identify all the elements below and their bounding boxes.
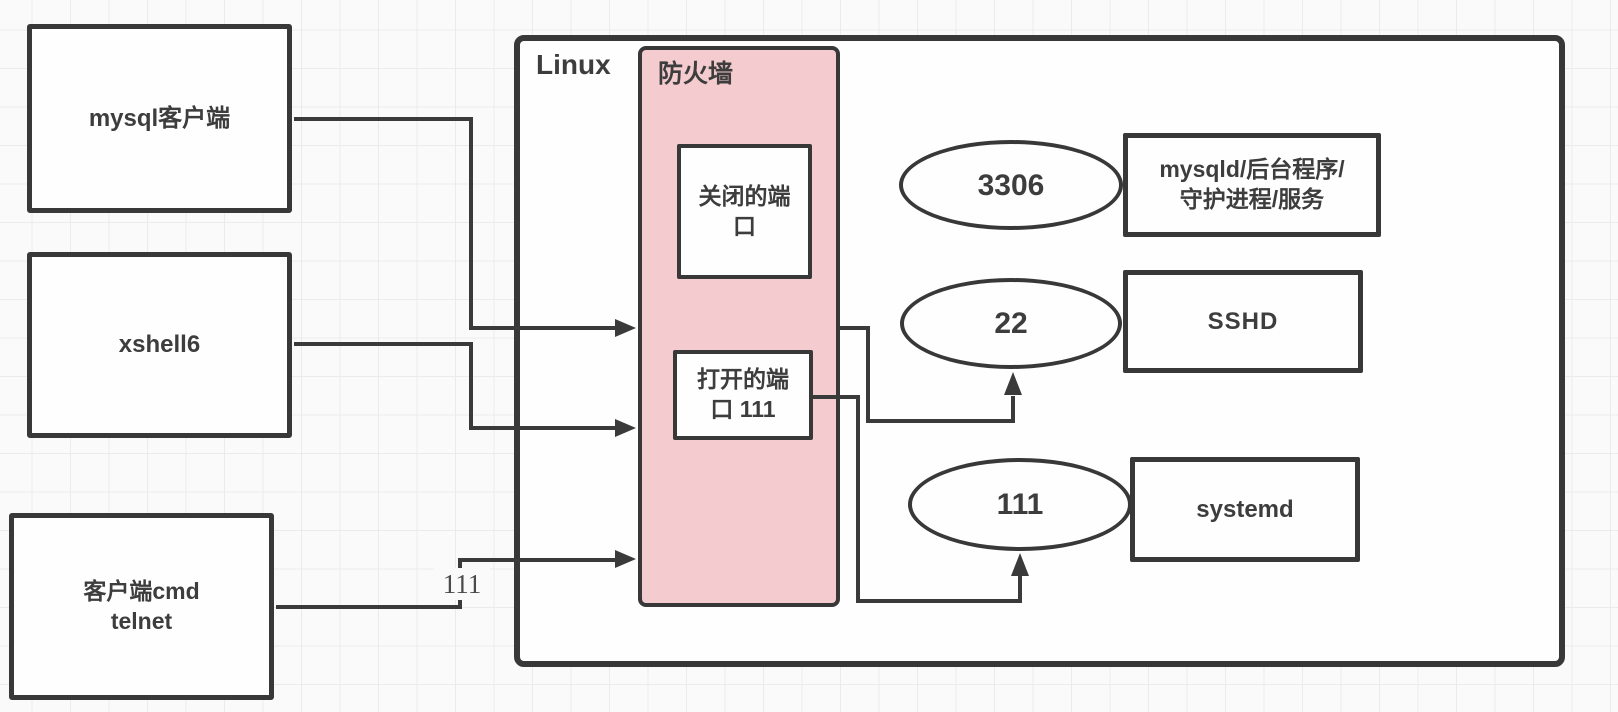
ellipse-port-3306: 3306: [899, 140, 1123, 230]
linux-label: Linux: [536, 49, 611, 80]
ellipse-port-111: 111: [908, 458, 1132, 551]
node-open-port: 打开的端 口 111: [673, 350, 813, 440]
node-sshd-service: SSHD: [1123, 270, 1363, 373]
node-mysqld-service: mysqld/后台程序/ 守护进程/服务: [1123, 133, 1381, 237]
firewall-label: 防火墙: [658, 60, 734, 88]
node-mysql-client: mysql客户端: [27, 24, 292, 213]
node-xshell6: xshell6: [27, 252, 292, 438]
ellipse-port-22: 22: [900, 278, 1122, 369]
node-telnet-client: 客户端cmd telnet: [9, 513, 274, 700]
node-firewall: 防火墙: [638, 46, 840, 607]
node-systemd-service: systemd: [1130, 457, 1360, 562]
node-closed-port: 关闭的端 口: [677, 144, 812, 279]
edge-label-telnet-port-111: 111: [434, 568, 490, 600]
